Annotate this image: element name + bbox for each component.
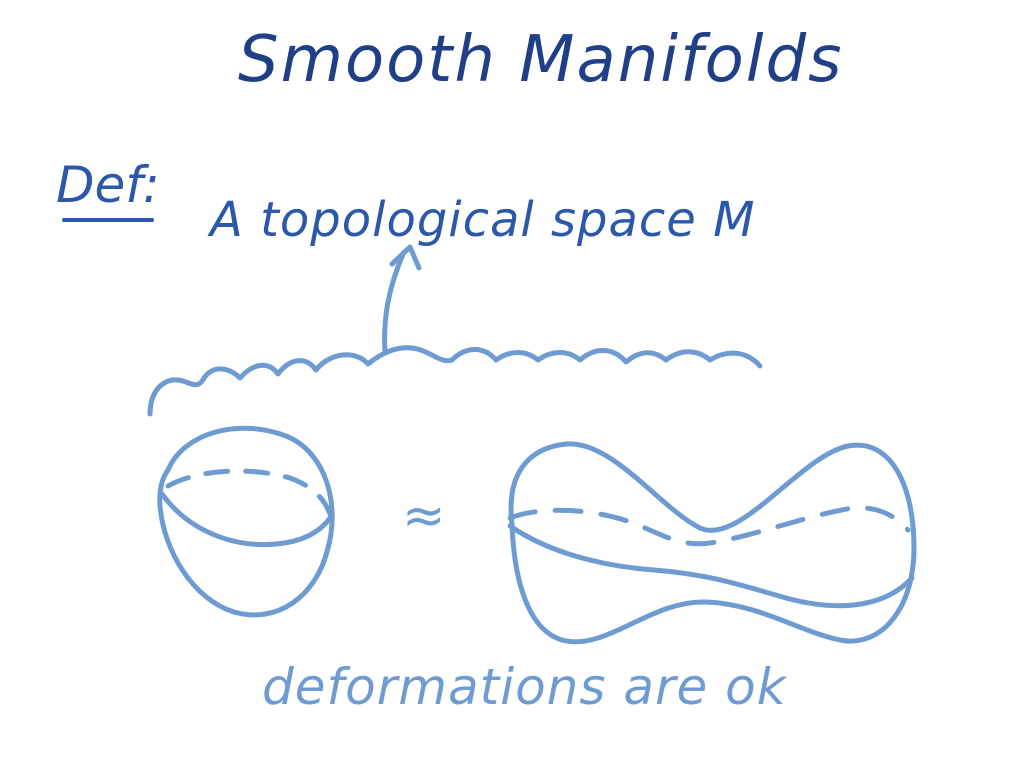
- page-title: Smooth Manifolds: [238, 23, 844, 97]
- arrow-head: [389, 244, 422, 271]
- deformed-equator-back: [507, 505, 911, 547]
- homeomorphic-symbol: ≈: [402, 486, 446, 546]
- definition-label-underline: [62, 218, 154, 222]
- arrow-shaft: [382, 249, 407, 355]
- sphere-outline: [157, 425, 335, 618]
- sphere-equator-front: [159, 491, 333, 548]
- definition-text: A topological space M: [210, 192, 756, 248]
- wavy-brace: [147, 345, 763, 417]
- deformed-equator-front: [507, 523, 915, 609]
- deformed-shape-outline: [508, 441, 917, 645]
- definition-label: Def:: [56, 156, 160, 214]
- caption-text: deformations are ok: [262, 658, 787, 716]
- sphere-equator-back: [165, 468, 333, 517]
